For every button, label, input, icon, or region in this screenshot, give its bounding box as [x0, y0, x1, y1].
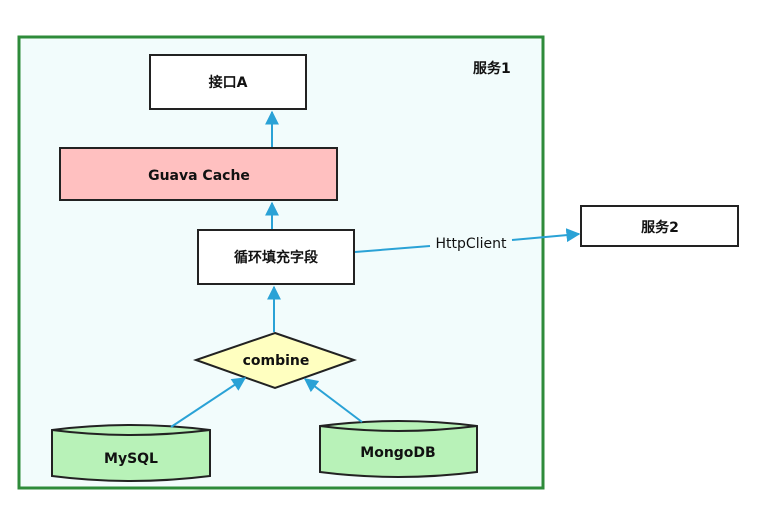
guava-cache-box: Guava Cache	[59, 147, 338, 201]
mongodb-database: MongoDB	[319, 420, 478, 478]
arrow-loop-to-service2-right	[511, 228, 581, 243]
loop-fill-box: 循环填充字段	[197, 229, 355, 285]
service2-label: 服务2	[641, 219, 679, 236]
combine-label: combine	[243, 353, 310, 369]
arrow-mysql-to-combine	[170, 377, 247, 428]
loop-fill-label: 循环填充字段	[234, 249, 318, 266]
guava-cache-label: Guava Cache	[148, 168, 250, 184]
interface-a-label: 接口A	[209, 74, 248, 91]
service2-box: 服务2	[580, 205, 739, 247]
http-client-label: HttpClient	[436, 236, 507, 252]
mysql-label: MySQL	[104, 451, 158, 467]
service1-label: 服务1	[473, 60, 511, 77]
mysql-database: MySQL	[51, 424, 211, 482]
mongodb-label: MongoDB	[360, 445, 435, 461]
arrow-loop-to-service2-left	[354, 245, 431, 253]
combine-diamond: combine	[192, 331, 358, 390]
interface-a-box: 接口A	[149, 54, 307, 110]
arrow-mongodb-to-combine	[303, 378, 363, 423]
